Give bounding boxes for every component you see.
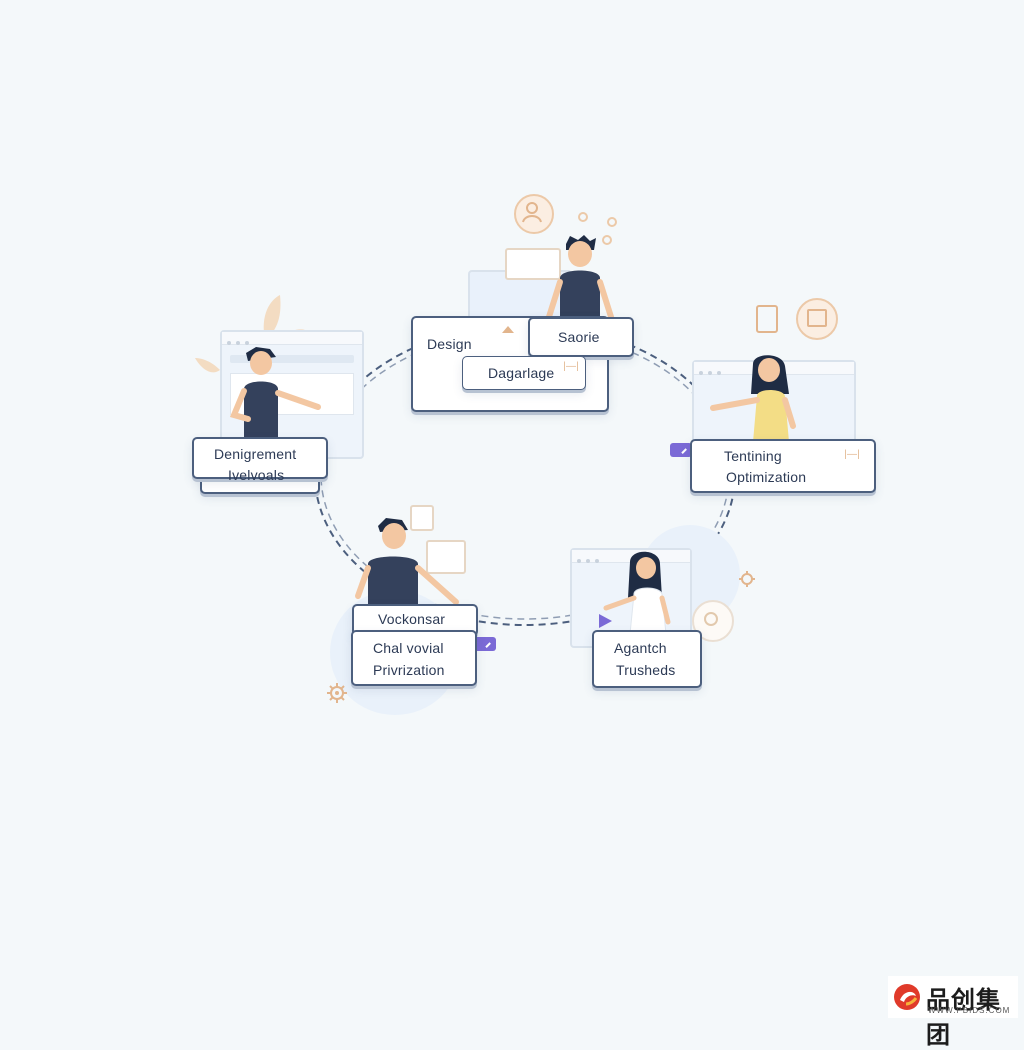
bubble-dot-icon <box>578 212 588 222</box>
brand-name: 品创集团 <box>926 987 1001 1049</box>
card-right-line2: Optimization <box>726 469 807 485</box>
card-design-label: Design <box>427 336 472 352</box>
check-tag-icon <box>670 443 692 457</box>
card-left-line1: Denigrement <box>214 446 297 462</box>
card-dagarlage-label: Dagarlage <box>488 365 555 381</box>
card-bottom-left-line2: Chal vovial <box>373 640 444 656</box>
brand-url: WWW.PBIDS.COM <box>928 1006 1011 1015</box>
play-icon <box>599 614 612 628</box>
person-bottom-left <box>355 518 459 610</box>
workflow-diagram: Design Saorie Dagarlage |—| Denigrement … <box>0 0 1024 1024</box>
card-bottom-left-line1: Vockonsar <box>378 611 446 627</box>
card-left-line2: Ivelvoals <box>228 467 285 483</box>
person-top <box>545 235 615 323</box>
frame-inner-icon <box>807 309 827 327</box>
card-right: Tentining Optimization |—| <box>690 439 876 493</box>
card-saorie: Saorie <box>528 317 634 357</box>
card-right-mark: |—| <box>844 449 860 460</box>
card-left: Denigrement Ivelvoals <box>192 437 328 483</box>
person-bottom-right <box>603 551 671 634</box>
watermark: 品创集团 WWW.PBIDS.COM <box>888 976 1018 1049</box>
card-bottom-left-line3: Privrization <box>373 662 445 678</box>
bubble-dot-icon <box>602 235 612 245</box>
brand-logo-icon <box>894 984 920 1010</box>
check-tag-icon <box>474 637 496 651</box>
chat-bubble-icon <box>426 540 466 574</box>
chat-bubble-icon <box>410 505 434 531</box>
user-glyph-icon <box>522 202 542 223</box>
cycle-ring <box>314 324 736 626</box>
gear-icon <box>327 683 347 703</box>
card-right-line1: Tentining <box>724 448 782 464</box>
gear-icon <box>739 571 755 587</box>
person-left <box>229 347 321 439</box>
card-saorie-label: Saorie <box>558 329 600 345</box>
frame-icon <box>796 298 838 340</box>
user-circle-icon <box>514 194 554 234</box>
bubble-dot-icon <box>607 217 617 227</box>
card-dagarlage-mark: |—| <box>563 361 579 372</box>
disc-center-icon <box>704 612 718 626</box>
chat-bubble-icon <box>505 248 561 280</box>
card-bottom-right-line2: Trusheds <box>616 662 676 678</box>
card-dagarlage: Dagarlage |—| <box>462 356 586 390</box>
card-bottom-right: Agantch Trusheds <box>592 630 702 688</box>
card-bottom-left: Chal vovial Privrization <box>351 630 477 686</box>
ruler-icon <box>502 326 514 333</box>
person-right <box>710 355 796 442</box>
brush-icon <box>756 305 778 333</box>
card-bottom-right-line1: Agantch <box>614 640 667 656</box>
